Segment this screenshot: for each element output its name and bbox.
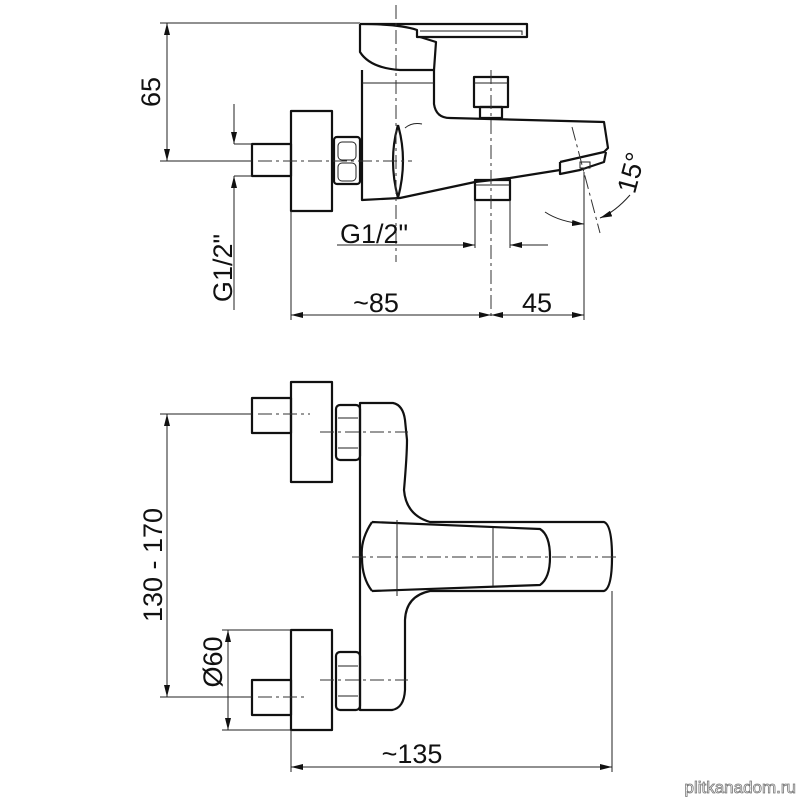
mixer-body-plate: [358, 401, 614, 712]
mixer-body: [360, 70, 610, 202]
dim-inlet-thread: G1/2": [208, 234, 238, 302]
watermark: plitkanadom.ru: [684, 778, 796, 797]
dim-spout-45: 45: [522, 288, 552, 318]
bottom-outlet: [473, 178, 512, 202]
dim-flange-diameter: Ø60: [198, 636, 228, 687]
top-view: 130 - 170 Ø60 ~135: [138, 380, 620, 772]
dim-depth-85: ~85: [353, 288, 399, 318]
side-view: 65 G1/2" G1/2" ~85 45 15°: [136, 5, 651, 320]
inlet-pipe-upper: [250, 396, 293, 435]
dim-inlet-spacing: 130 - 170: [138, 508, 168, 622]
dim-spout-angle: 15°: [612, 149, 652, 196]
dim-height-65: 65: [136, 77, 166, 107]
handle: [360, 520, 552, 593]
aerator: [558, 151, 608, 176]
hex-nut-lower: [334, 650, 362, 712]
inlet-pipe: [250, 142, 293, 178]
cartridge-head: [358, 24, 438, 72]
lever: [359, 22, 529, 39]
dim-outlet-thread: G1/2": [340, 219, 408, 249]
dim-total-depth: ~135: [382, 739, 443, 769]
